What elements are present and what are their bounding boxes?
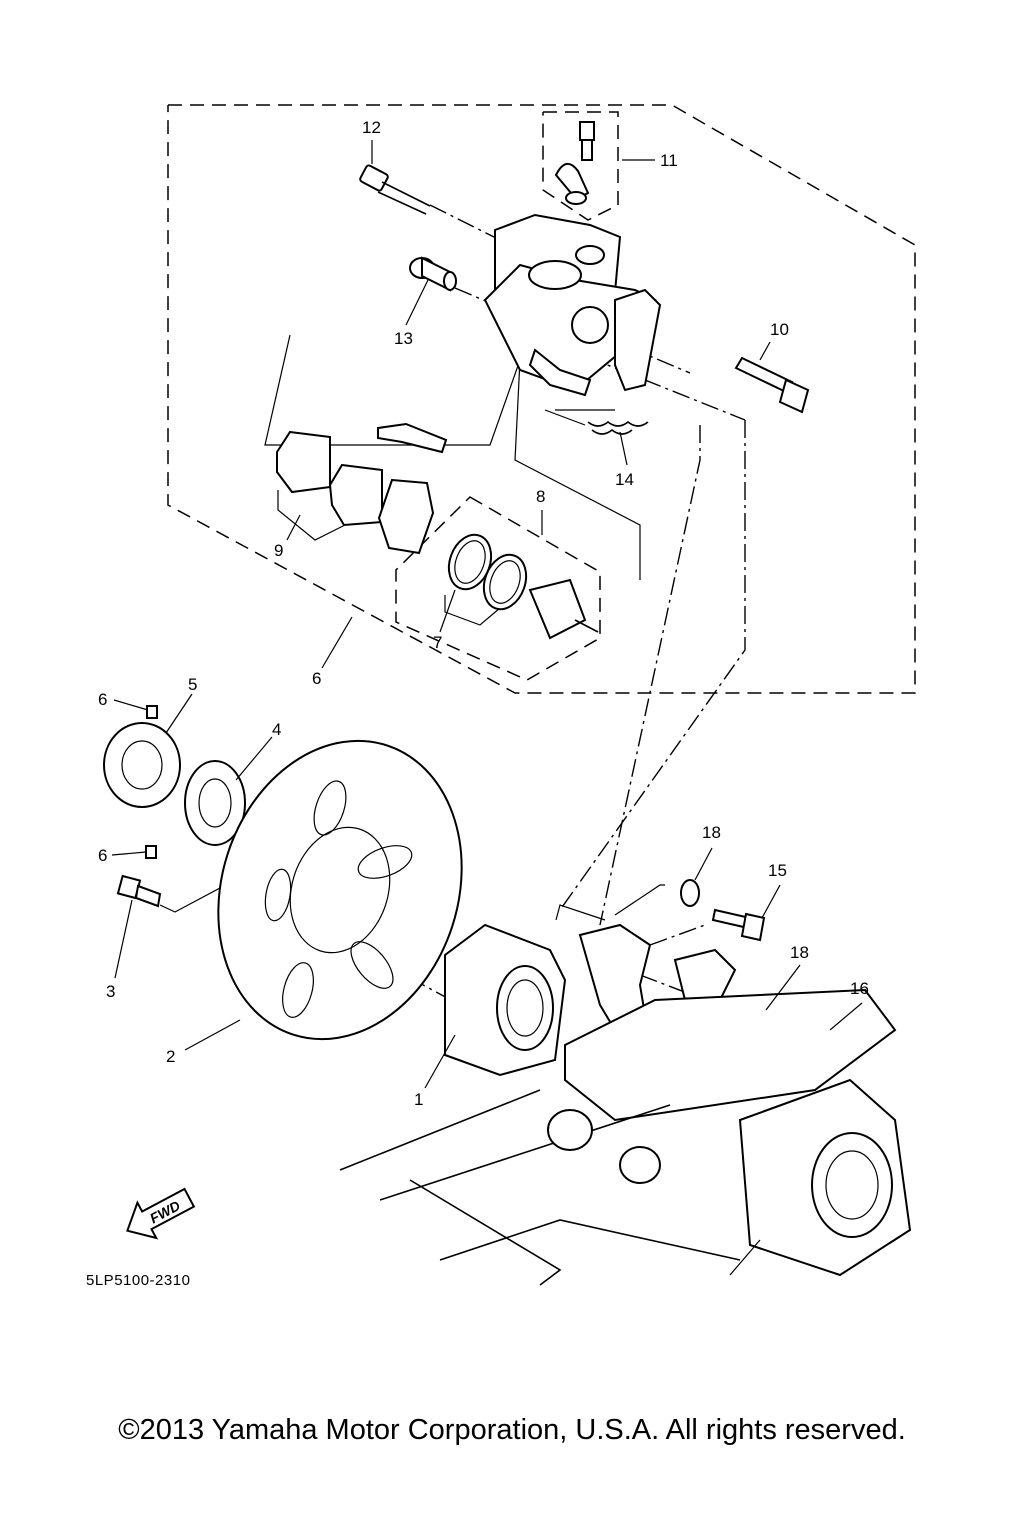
callout-18-bottom: 18 xyxy=(790,943,809,962)
fwd-arrow-icon: FWD xyxy=(126,1187,196,1240)
callout-9: 7 xyxy=(433,633,442,652)
callout-6-bottom: 6 xyxy=(98,846,107,865)
callout-labels: 12 11 13 10 14 8 9 7 6 6 5 4 6 3 2 1 18 … xyxy=(98,118,869,1109)
callout-18-top: 18 xyxy=(702,823,721,842)
brake-pads xyxy=(276,422,448,555)
brake-hub xyxy=(444,923,567,1077)
caliper-assembly-boundary xyxy=(167,104,916,694)
callout-11: 9 xyxy=(274,541,283,560)
outline-lines xyxy=(159,334,665,921)
callout-2: 2 xyxy=(166,1047,175,1066)
axle-nut xyxy=(103,705,181,859)
callout-14: 13 xyxy=(394,329,413,348)
bleed-screw xyxy=(554,121,595,205)
copyright-notice: ©2013 Yamaha Motor Corporation, U.S.A. A… xyxy=(118,1414,906,1446)
callout-1: 1 xyxy=(414,1090,423,1109)
callout-13: 12 xyxy=(362,118,381,137)
lock-nut xyxy=(184,760,246,846)
callout-3: 3 xyxy=(106,982,115,1001)
bracket-bolt xyxy=(734,356,810,414)
piston-group-boundary xyxy=(395,496,601,681)
diagram-code: 5LP5100-2310 xyxy=(86,1272,191,1289)
callout-leaders xyxy=(111,140,863,1089)
caliper-body xyxy=(483,213,662,397)
callout-16: 15 xyxy=(768,861,787,880)
callout-5: 5 xyxy=(188,675,197,694)
callout-4: 4 xyxy=(272,720,281,739)
brake-disc xyxy=(217,739,463,1041)
pad-pin xyxy=(409,256,457,292)
callout-6-top: 6 xyxy=(98,690,107,709)
callout-15: 14 xyxy=(615,470,634,489)
disc-bolt xyxy=(116,874,162,908)
callout-7: 6 xyxy=(312,669,321,688)
callout-17: 16 xyxy=(850,979,869,998)
swing-arm xyxy=(339,923,912,1286)
callout-12: 11 xyxy=(660,151,678,170)
caliper-bolt xyxy=(359,164,431,215)
callout-8: 8 xyxy=(536,487,545,506)
bleed-group-boundary xyxy=(542,111,619,221)
pad-spring xyxy=(544,409,649,435)
piston-seals xyxy=(447,533,599,640)
callout-10: 10 xyxy=(770,320,789,339)
